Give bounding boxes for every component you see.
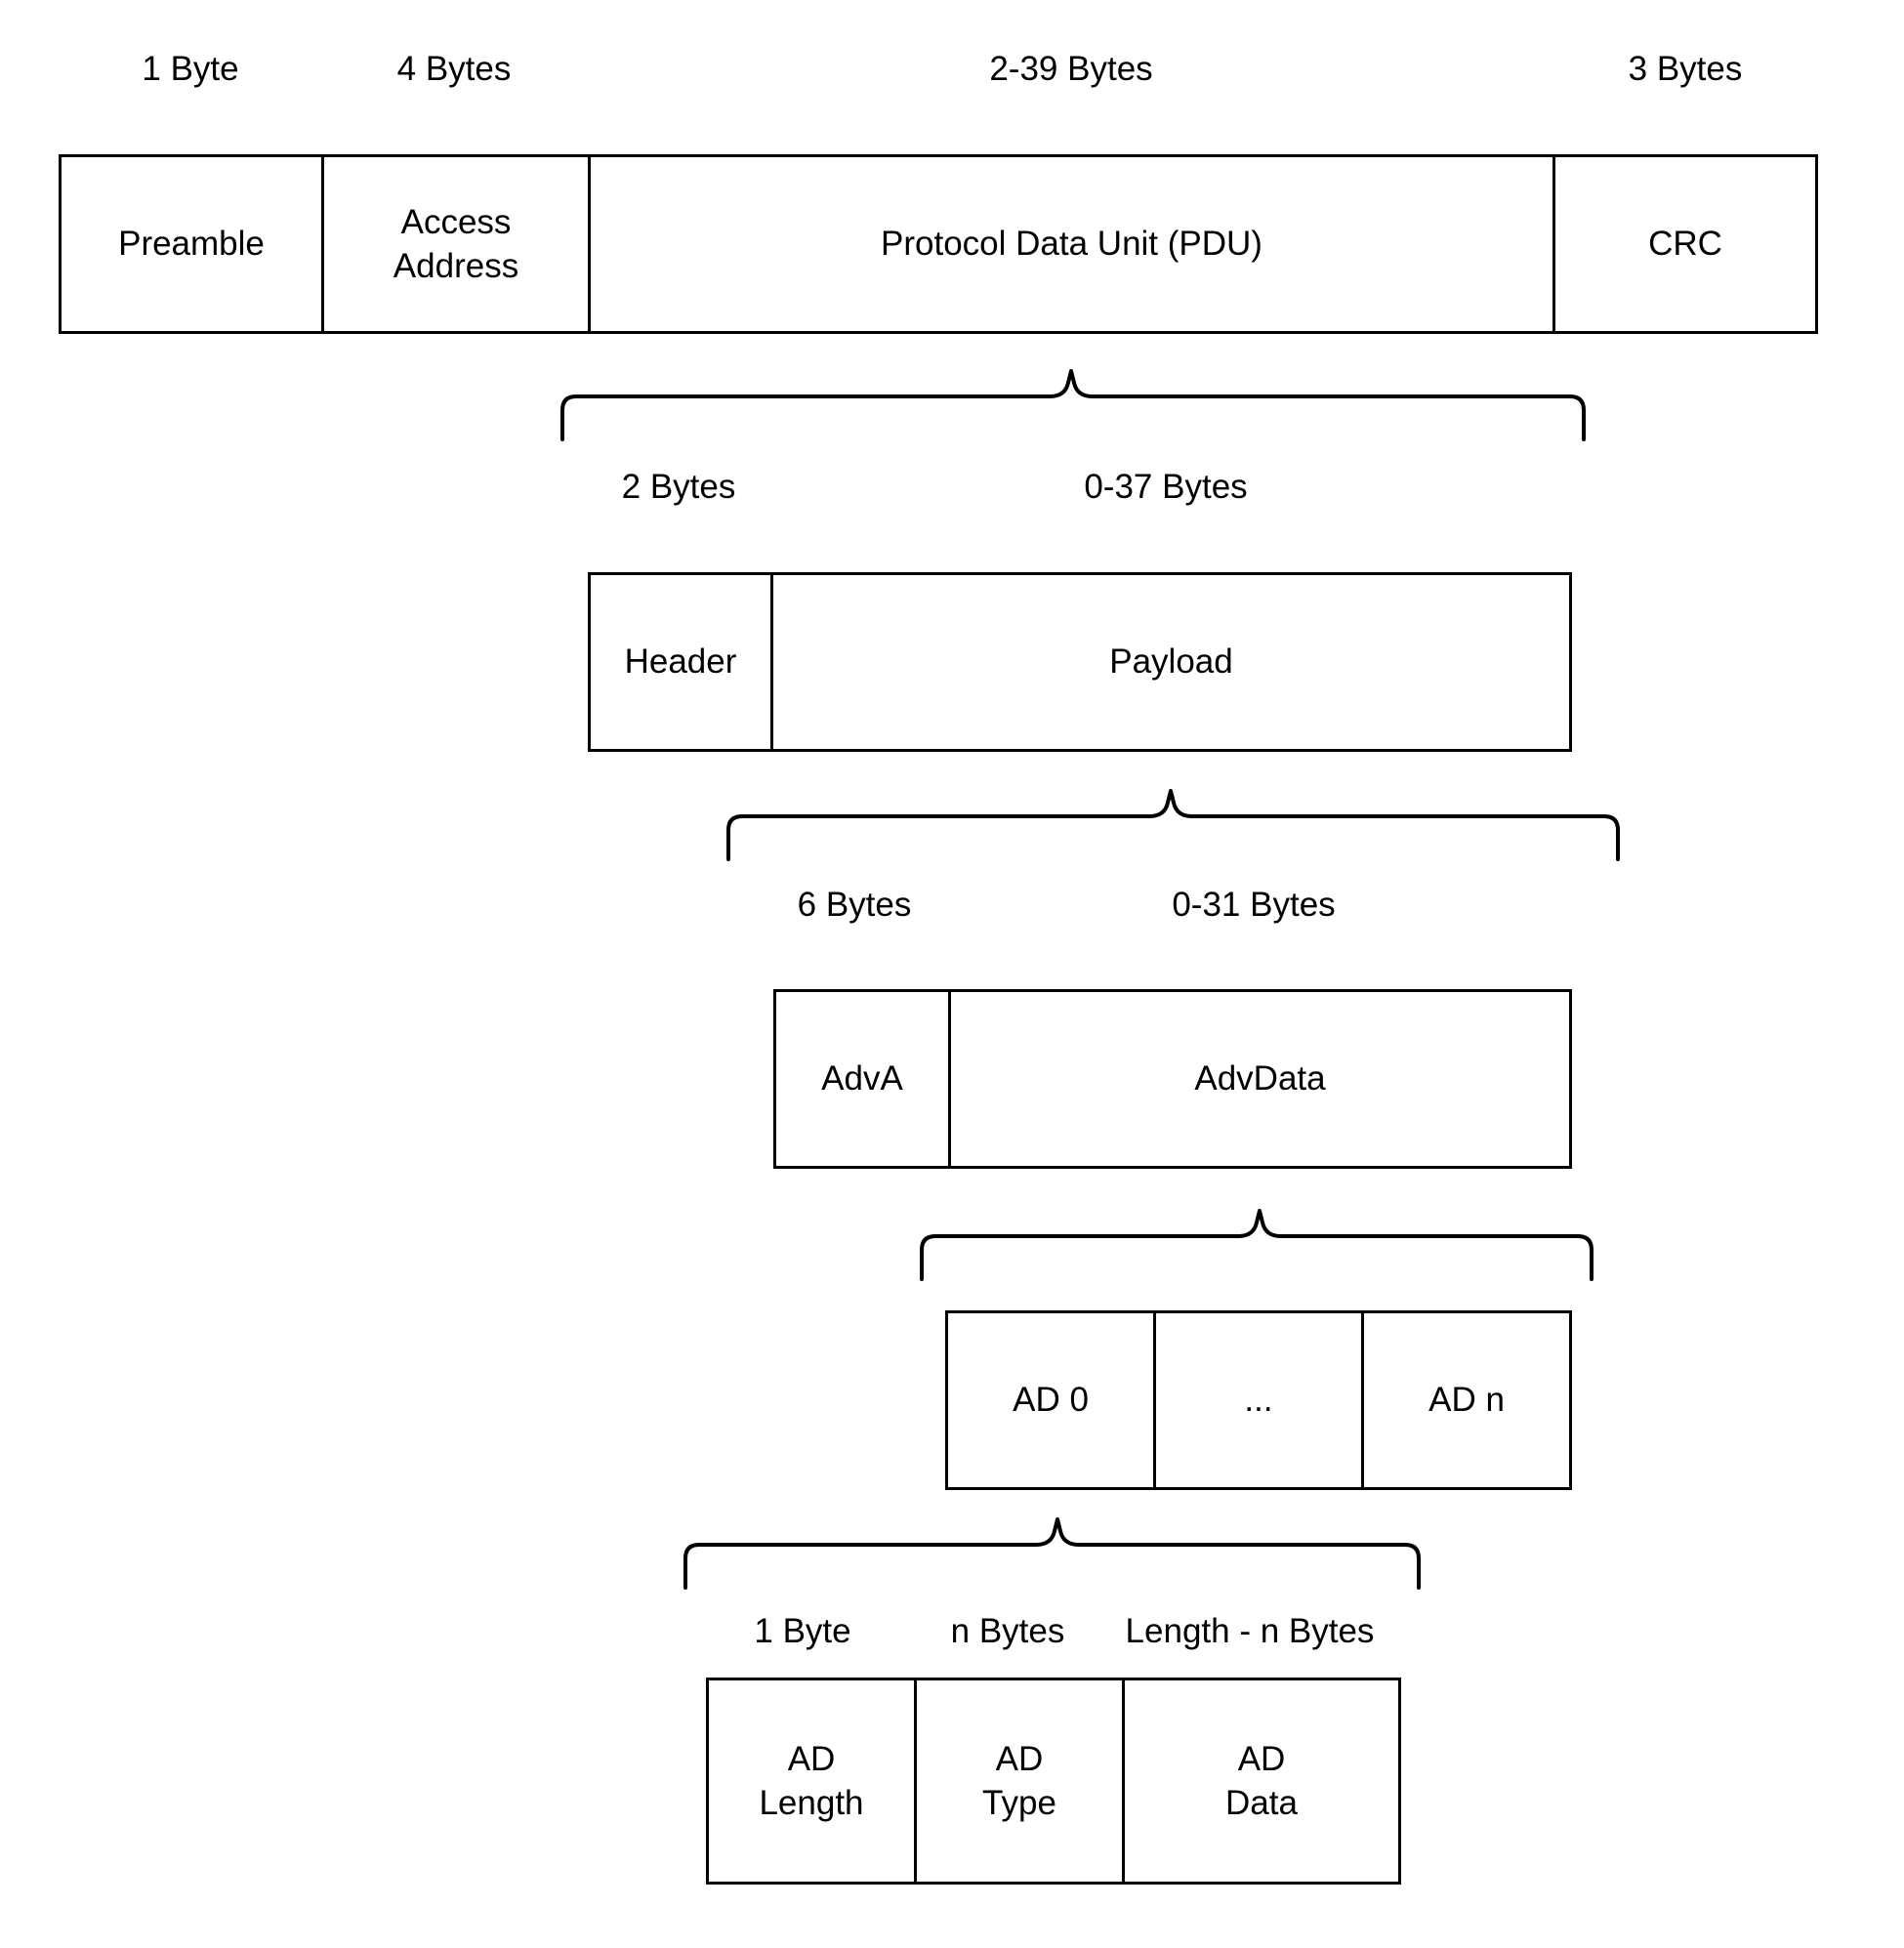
field-ad-ellipsis[interactable]: ... — [1153, 1310, 1364, 1490]
size-label-adva: 6 Bytes — [797, 886, 912, 924]
size-label-payload: 0-37 Bytes — [1084, 468, 1248, 506]
field-payload[interactable]: Payload — [770, 572, 1572, 752]
size-label-header: 2 Bytes — [621, 468, 736, 506]
field-preamble[interactable]: Preamble — [59, 154, 324, 334]
brace-payload-to-advdata — [723, 789, 1626, 861]
brace-pdu-to-header-payload — [557, 369, 1592, 441]
field-crc[interactable]: CRC — [1552, 154, 1818, 334]
size-label-pdu: 2-39 Bytes — [989, 50, 1153, 88]
brace-ad0-to-ad-fields — [680, 1517, 1427, 1590]
size-label-crc: 3 Bytes — [1628, 50, 1743, 88]
size-label-preamble: 1 Byte — [142, 50, 239, 88]
field-ad-length[interactable]: AD Length — [706, 1678, 917, 1885]
field-adva[interactable]: AdvA — [773, 989, 951, 1169]
size-label-ad-data: Length - n Bytes — [1125, 1612, 1375, 1650]
field-advdata[interactable]: AdvData — [948, 989, 1572, 1169]
size-label-access-address: 4 Bytes — [396, 50, 512, 88]
field-pdu[interactable]: Protocol Data Unit (PDU) — [588, 154, 1555, 334]
field-access-address[interactable]: Access Address — [321, 154, 591, 334]
field-ad-type[interactable]: AD Type — [914, 1678, 1125, 1885]
size-label-ad-length: 1 Byte — [754, 1612, 851, 1650]
field-ad-n[interactable]: AD n — [1361, 1310, 1572, 1490]
size-label-advdata: 0-31 Bytes — [1172, 886, 1336, 924]
size-label-ad-type: n Bytes — [950, 1612, 1065, 1650]
field-header[interactable]: Header — [588, 572, 773, 752]
field-ad-data[interactable]: AD Data — [1122, 1678, 1401, 1885]
brace-advdata-to-ad-list — [916, 1209, 1599, 1281]
field-ad-0[interactable]: AD 0 — [945, 1310, 1156, 1490]
